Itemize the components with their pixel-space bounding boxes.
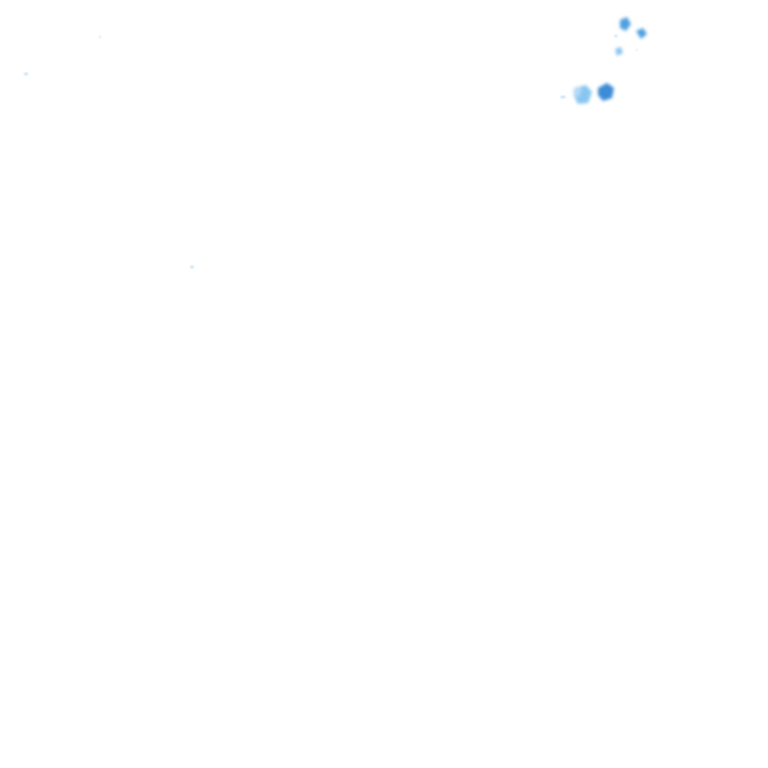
precip-echo: [560, 95, 566, 99]
precip-echo: [636, 49, 638, 51]
precip-echo: [23, 72, 29, 76]
precip-echo: [598, 83, 614, 101]
precip-echo: [614, 34, 618, 38]
precip-echo: [190, 265, 194, 269]
precip-echo-cluster-northeast: [572, 17, 647, 104]
precip-echo: [615, 47, 623, 56]
precip-echo: [636, 28, 647, 39]
precip-echo: [620, 17, 631, 31]
precip-echo: [99, 35, 101, 39]
precip-echo-specks: [23, 34, 638, 269]
precip-echo: [572, 86, 582, 98]
